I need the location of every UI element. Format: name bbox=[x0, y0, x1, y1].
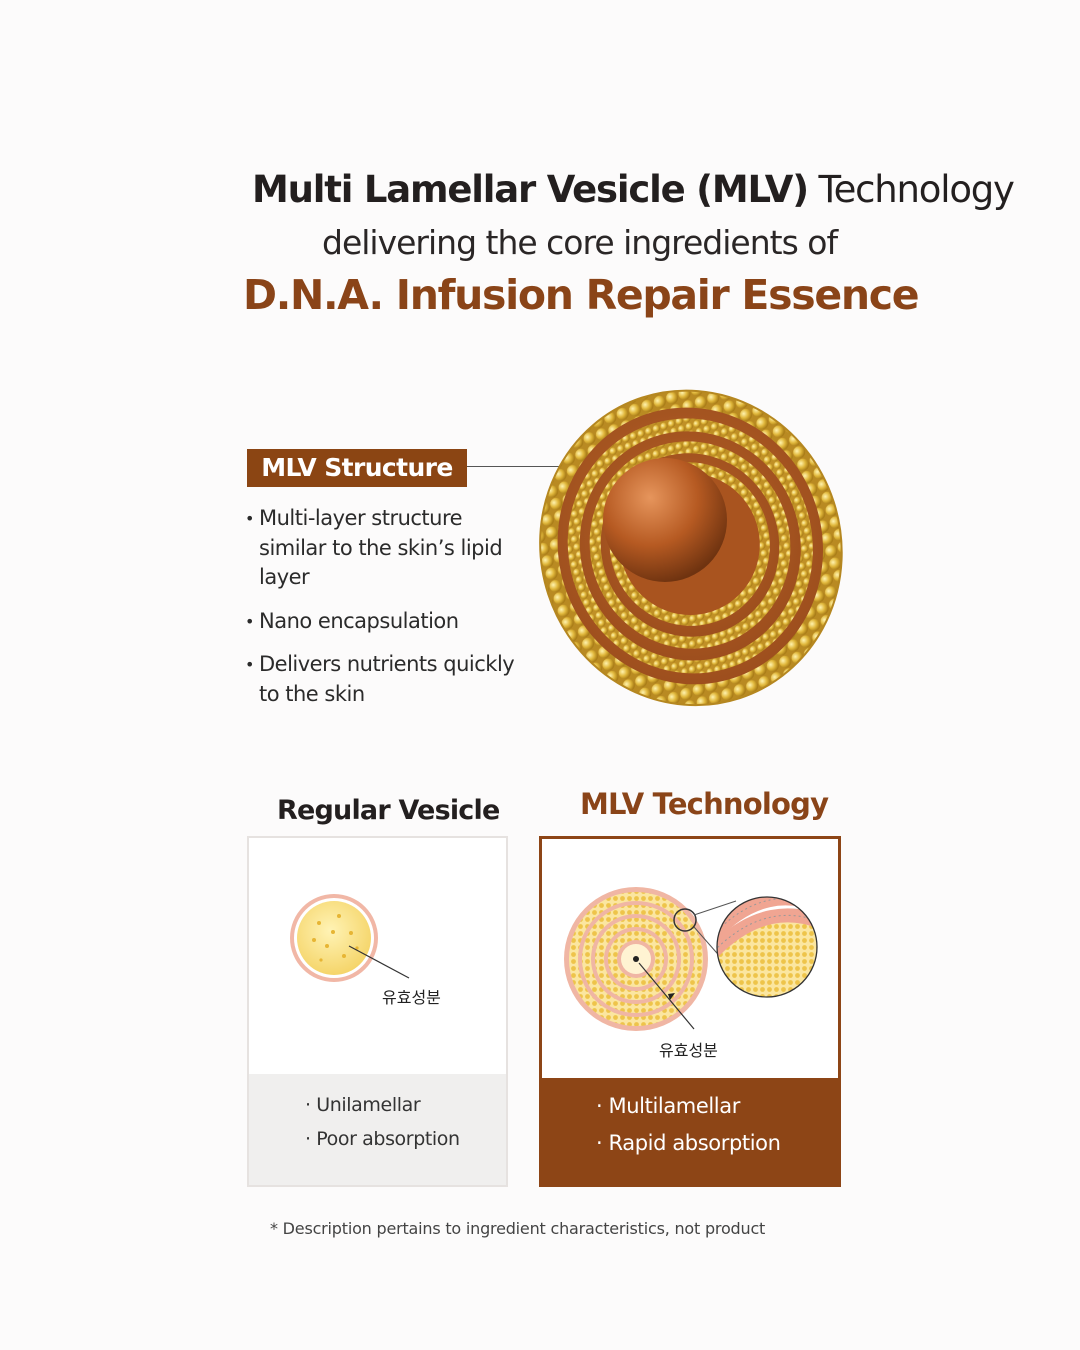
mlv-features: · Multilamellar · Rapid absorption bbox=[542, 1078, 838, 1184]
mlv-structure-tag: MLV Structure bbox=[247, 449, 467, 487]
title-line-2: delivering the core ingredients of bbox=[322, 223, 838, 262]
title-bold-part: Multi Lamellar Vesicle (MLV) bbox=[252, 168, 809, 211]
feature-rapid-absorption: · Rapid absorption bbox=[596, 1131, 781, 1155]
product-name: D.N.A. Infusion Repair Essence bbox=[243, 271, 920, 319]
title-light-part: Technology bbox=[818, 168, 1014, 211]
mlv-technology-card: 유효성분 · Multilamellar · Rapid absorption bbox=[539, 836, 841, 1187]
active-ingredient-label: 유효성분 bbox=[659, 1041, 718, 1060]
bullet-nano-encapsulation: Nano encapsulation bbox=[245, 607, 535, 637]
regular-vesicle-card: 유효성분 · Unilamellar · Poor absorption bbox=[247, 836, 508, 1187]
disclaimer-note: * Description pertains to ingredient cha… bbox=[270, 1219, 766, 1238]
regular-features: · Unilamellar · Poor absorption bbox=[249, 1074, 506, 1185]
regular-vesicle-diagram bbox=[290, 894, 410, 982]
feature-poor-absorption: · Poor absorption bbox=[305, 1128, 460, 1150]
feature-unilamellar: · Unilamellar bbox=[305, 1094, 421, 1116]
regular-vesicle-heading: Regular Vesicle bbox=[277, 795, 500, 826]
mlv-technology-heading: MLV Technology bbox=[580, 787, 829, 821]
title-line-1: Multi Lamellar Vesicle (MLV) Technology bbox=[252, 168, 1015, 211]
mlv-diagram bbox=[564, 887, 818, 1031]
structure-bullet-list: Multi-layer structure similar to the ski… bbox=[245, 504, 535, 723]
mlv-sphere-illustration bbox=[539, 389, 843, 707]
feature-multilamellar: · Multilamellar bbox=[596, 1094, 740, 1118]
bullet-multi-layer: Multi-layer structure similar to the ski… bbox=[245, 504, 535, 593]
active-ingredient-label: 유효성분 bbox=[382, 988, 441, 1007]
leader-line bbox=[467, 466, 589, 467]
bullet-delivers-nutrients: Delivers nutrients quickly to the skin bbox=[245, 650, 535, 709]
